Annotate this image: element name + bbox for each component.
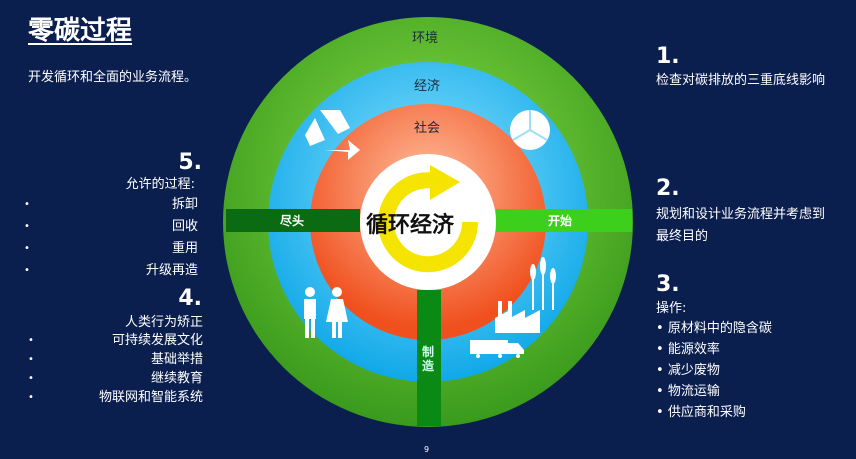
step3-list: 原材料中的隐含碳 能源效率 减少废物 物流运输 供应商和采购 [656,318,772,423]
list-item: •可持续发展文化 [28,333,203,348]
step3-number: 3. [656,272,680,297]
list-item: 原材料中的隐含碳 [656,318,772,339]
step4-list: •可持续发展文化 •基础举措 •继续教育 •物联网和智能系统 [0,331,203,407]
step2-number: 2. [656,176,680,201]
pie-chart-icon [510,110,550,150]
people-icon [304,287,348,338]
recycle-icon [305,110,360,160]
step1-text: 检查对碳排放的三重底线影响 [656,73,826,88]
list-item: •重用 [24,241,198,256]
list-item: •回收 [24,219,198,234]
ring-label-environment: 环境 [412,31,439,46]
center-label: 循环经济 [366,213,455,238]
list-item: 能源效率 [656,339,772,360]
ring-label-society: 社会 [414,121,441,136]
page-number: 9 [424,445,430,454]
start-bar [496,209,632,232]
list-item: •升级再造 [24,263,198,278]
list-item: •基础举措 [28,352,203,367]
manufacture-label: 制造 [422,345,435,373]
wheat-icon [530,257,556,310]
step5-list: •拆卸 •回收 •重用 •升级再造 [0,194,198,282]
step2-text: 规划和设计业务流程并考虑到最终目的 [656,207,826,244]
step4-heading: 人类行为矫正 [124,315,203,330]
factory-icon [495,301,540,333]
list-item: •物联网和智能系统 [28,390,203,405]
list-item: •拆卸 [24,197,198,212]
end-bar [226,209,360,232]
truck-icon [470,340,524,358]
list-item: 减少废物 [656,360,772,381]
step4-number: 4. [178,286,202,311]
start-label: 开始 [548,214,573,228]
circular-arrow-icon [378,165,479,273]
list-item: 供应商和采购 [656,402,772,423]
step3-heading: 操作: [656,301,687,316]
step1-number: 1. [656,44,680,69]
end-label: 尽头 [280,214,305,228]
subtitle: 开发循环和全面的业务流程。 [28,70,198,85]
manufacture-bar [417,290,441,426]
page-title: 零碳过程 [28,16,133,46]
list-item: 物流运输 [656,381,772,402]
step5-heading: 允许的过程: [125,177,195,192]
ring-label-economy: 经济 [414,79,441,94]
step5-number: 5. [178,150,202,175]
list-item: •继续教育 [28,371,203,386]
